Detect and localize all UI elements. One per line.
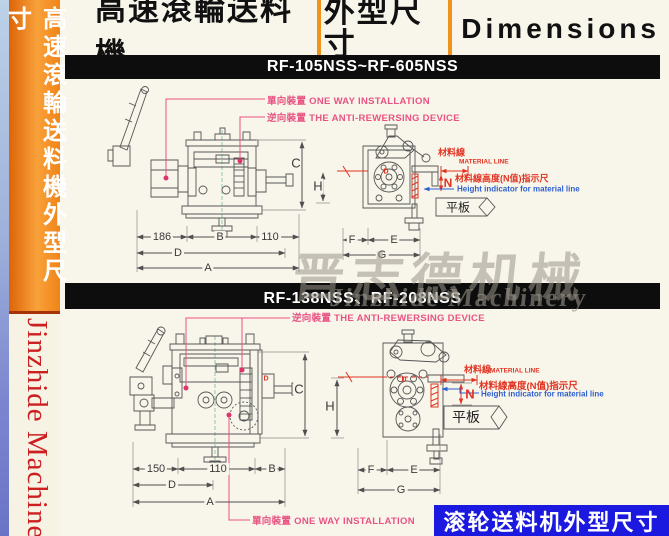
dimension-lines-front-2: [132, 352, 309, 507]
dim-w1-1: 186: [150, 231, 174, 243]
dim-f-2: F: [365, 464, 377, 476]
dim-e-2: E: [408, 464, 420, 476]
front-view-drawing-1: [108, 87, 293, 238]
dim-c-1: C: [290, 155, 302, 171]
n-value-label-1: N: [443, 176, 453, 190]
height-indicator-cn-1: 材料線高度(N值)指示尺: [455, 173, 549, 184]
dim-d-1: D: [172, 247, 184, 259]
flat-plate-shape-2: [444, 406, 507, 429]
n-value-label-2: N: [465, 386, 475, 402]
sidebar-brand-area: Jinzhide Machinery: [9, 314, 60, 536]
anti-reversing-label-1: 逆向裝置 THE ANTI-REWERSING DEVICE: [267, 113, 460, 124]
watermark-english: Jinzhide Machinery: [328, 283, 590, 312]
anti-reversing-label-2: 逆向裝置 THE ANTI-REWERSING DEVICE: [292, 313, 485, 324]
dim-a-1: A: [202, 262, 214, 274]
height-indicator-en-2: Height indicator for material line: [481, 389, 604, 399]
dim-a-2: A: [204, 496, 216, 508]
model-range-bar-2: RF-138NSS、RF-208NSS: [65, 283, 660, 309]
flat-plate-label-1: 平板: [445, 200, 471, 215]
material-line-en-1: MATERIAL LINE: [459, 158, 509, 166]
dim-w2-1: B: [214, 231, 226, 243]
material-line-callout-1: [423, 166, 468, 192]
model-range-bar-1: RF-105NSS~RF-605NSS: [65, 55, 660, 79]
material-line-cn-1: 材料線: [438, 147, 466, 158]
d-marker-front-2: D: [263, 375, 269, 383]
footer-badge: 滚轮送料机外型尺寸: [434, 505, 669, 536]
dim-h-2: H: [324, 398, 336, 414]
side-view-drawing-1: [337, 125, 438, 230]
flat-plate-label-2: 平板: [452, 409, 480, 425]
dim-w3-2: B: [266, 463, 278, 475]
dim-d-2: D: [166, 479, 178, 491]
material-line-callout-2: [441, 375, 479, 405]
flat-plate-shape-1: [436, 198, 495, 216]
title-english: Dimensions: [461, 13, 660, 44]
d-marker-side-1: D: [383, 168, 389, 176]
leader-lines-1: [163, 99, 266, 181]
dim-g-2: G: [394, 484, 408, 496]
dim-w2-2: 110: [207, 463, 229, 475]
side-view-drawing-2: [338, 330, 464, 464]
dim-c-2: C: [293, 381, 305, 397]
sidebar-vertical-title: 高速滾輪送料機外型尺寸: [3, 6, 66, 286]
front-view-drawing-2: [130, 327, 299, 467]
one-way-label-1: 單向裝置 ONE WAY INSTALLATION: [267, 96, 430, 107]
sidebar-orange-band: 高速滾輪送料機外型尺寸: [4, 0, 66, 314]
page-title: 高速滾輪送料機 外型尺寸 Dimensions: [95, 0, 660, 72]
height-indicator-en-1: Height indicator for material line: [457, 184, 580, 194]
leader-lines-2: [183, 318, 291, 520]
dim-w1-2: 150: [144, 463, 168, 475]
height-indicator-cn-2: 材料線高度(N值)指示尺: [479, 381, 578, 392]
material-line-en-2: MATERIAL LINE: [490, 367, 540, 375]
d-marker-side-2: D: [401, 376, 407, 384]
dimension-lines-side-2: [331, 378, 441, 494]
material-line-cn-2: 材料線: [464, 364, 492, 375]
dim-h-1: H: [312, 178, 324, 194]
sidebar-blue-strip: [0, 0, 9, 536]
one-way-label-2: 單向裝置 ONE WAY INSTALLATION: [252, 516, 415, 527]
dim-w3-1: 110: [259, 231, 281, 243]
